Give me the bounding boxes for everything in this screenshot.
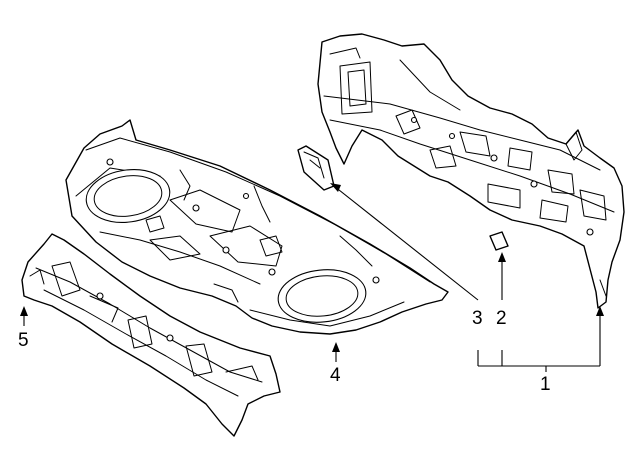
arrowhead-4: [332, 342, 340, 352]
leader-line-1: [477, 312, 601, 372]
rear-panel-part: [317, 33, 625, 309]
package-tray-part: [65, 119, 449, 335]
crossmember-part: [21, 233, 281, 437]
patch-part: [489, 231, 509, 251]
callout-labels: 1 2 3 4 5: [18, 308, 551, 395]
leader-line-3: [333, 185, 479, 301]
callout-1: 1: [540, 374, 551, 395]
callout-5: 5: [18, 330, 29, 351]
arrowhead-2: [498, 252, 506, 262]
callout-3: 3: [472, 308, 483, 329]
arrowhead-3: [330, 183, 341, 192]
callout-2: 2: [496, 308, 507, 329]
callout-4: 4: [330, 365, 341, 386]
leader-lines: [20, 183, 604, 372]
arrowhead-5: [20, 306, 28, 316]
bracket-part: [297, 145, 335, 191]
arrowhead-1: [596, 306, 604, 316]
